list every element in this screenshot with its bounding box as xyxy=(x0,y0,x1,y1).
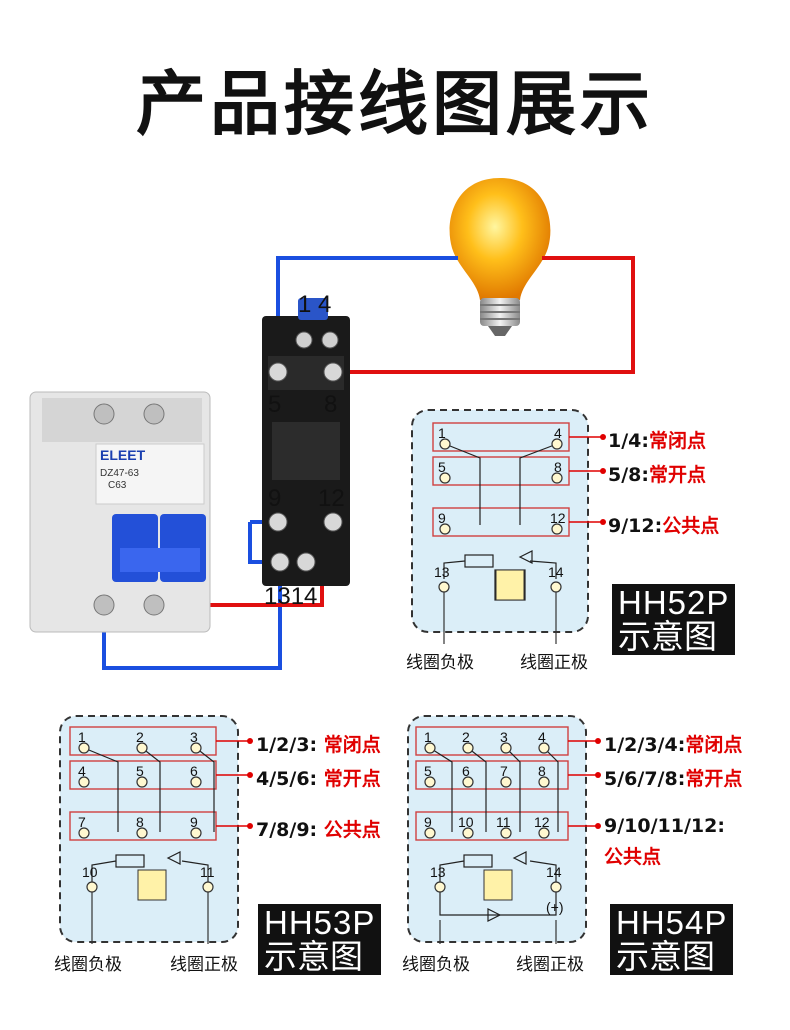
hh52p-panel xyxy=(411,409,606,644)
hh52p-pin-8: 8 xyxy=(554,459,562,475)
hh54p-pin-5: 5 xyxy=(424,763,432,779)
hh54p-pin-7: 7 xyxy=(500,763,508,779)
hh54p-pin-8: 8 xyxy=(538,763,546,779)
hh54p-plus-mark: (+) xyxy=(546,899,564,915)
relay-socket xyxy=(262,298,350,586)
terminal-bottom-label: 1314 xyxy=(264,583,317,610)
hh52p-coil-negative: 线圈负极 xyxy=(406,653,474,673)
hh54p-pin-11: 11 xyxy=(496,814,511,830)
light-bulb-icon xyxy=(449,178,551,336)
page-title: 产品接线图展示 xyxy=(136,63,654,145)
hh53p-pin-11: 11 xyxy=(200,864,215,880)
breaker-rating: C63 xyxy=(108,480,127,491)
blue-wire-bottom xyxy=(102,522,282,670)
hh52p-pin-5: 5 xyxy=(438,459,446,475)
hh53p-callout-nc: 1/2/3: 常闭点 xyxy=(256,734,381,756)
hh52p-callout-no: 5/8:常开点 xyxy=(608,464,706,486)
hh54p-pin-2: 2 xyxy=(462,729,470,745)
hh53p-coil-negative: 线圈负极 xyxy=(54,955,122,975)
hh54p-pin-12: 12 xyxy=(534,814,550,830)
hh52p-pin-9: 9 xyxy=(438,510,446,526)
hh53p-pin-6: 6 xyxy=(190,763,198,779)
hh54p-pin-14: 14 xyxy=(546,864,562,880)
circuit-breaker xyxy=(29,391,211,633)
breaker-model: DZ47-63 xyxy=(100,468,139,479)
hh54p-pin-1: 1 xyxy=(424,729,432,745)
terminal-8-label: 8 xyxy=(324,391,337,418)
terminal-top-label: 1 4 xyxy=(298,291,331,318)
hh52p-pin-4: 4 xyxy=(554,425,562,441)
hh53p-panel xyxy=(59,715,253,944)
terminal-9-label: 9 xyxy=(268,485,281,512)
hh54p-callout-nc: 1/2/3/4:常闭点 xyxy=(604,734,743,756)
hh52p-pin-13: 13 xyxy=(434,564,450,580)
hh53p-pin-3: 3 xyxy=(190,729,198,745)
hh54p-pin-10: 10 xyxy=(458,814,474,830)
hh53p-pin-4: 4 xyxy=(78,763,86,779)
hh52p-pin-12: 12 xyxy=(550,510,566,526)
hh52p-callout-nc: 1/4:常闭点 xyxy=(608,430,706,452)
hh53p-pin-10: 10 xyxy=(82,864,98,880)
hh54p-coil-negative: 线圈负极 xyxy=(402,955,470,975)
terminal-5-label: 5 xyxy=(268,391,281,418)
hh53p-callout-com: 7/8/9: 公共点 xyxy=(256,819,381,841)
hh54p-pin-13: 13 xyxy=(430,864,446,880)
hh54p-coil-positive: 线圈正极 xyxy=(516,955,584,975)
hh54p-panel xyxy=(407,715,601,944)
hh54p-callout-com-key: 9/10/11/12: xyxy=(604,815,725,837)
red-wire-top xyxy=(335,256,635,374)
hh53p-pin-1: 1 xyxy=(78,729,86,745)
hh53p-pin-9: 9 xyxy=(190,814,198,830)
hh53p-pin-2: 2 xyxy=(136,729,144,745)
hh54p-pin-9: 9 xyxy=(424,814,432,830)
terminal-12-label: 12 xyxy=(318,485,345,512)
hh53p-coil-positive: 线圈正极 xyxy=(170,955,238,975)
hh53p-pin-5: 5 xyxy=(136,763,144,779)
hh54p-pin-3: 3 xyxy=(500,729,508,745)
hh52p-callout-com: 9/12:公共点 xyxy=(608,515,720,537)
hh54p-callout-com-value: 公共点 xyxy=(604,846,662,868)
hh52p-pin-14: 14 xyxy=(548,564,564,580)
hh54p-pin-4: 4 xyxy=(538,729,546,745)
hh53p-pin-8: 8 xyxy=(136,814,144,830)
hh54p-callout-no: 5/6/7/8:常开点 xyxy=(604,768,743,790)
hh52p-pin-1: 1 xyxy=(438,425,446,441)
hh54p-pin-6: 6 xyxy=(462,763,470,779)
hh53p-callout-no: 4/5/6: 常开点 xyxy=(256,768,381,790)
hh52p-coil-positive: 线圈正极 xyxy=(520,653,588,673)
hh53p-pin-7: 7 xyxy=(78,814,86,830)
breaker-brand: ELEET xyxy=(100,447,146,463)
